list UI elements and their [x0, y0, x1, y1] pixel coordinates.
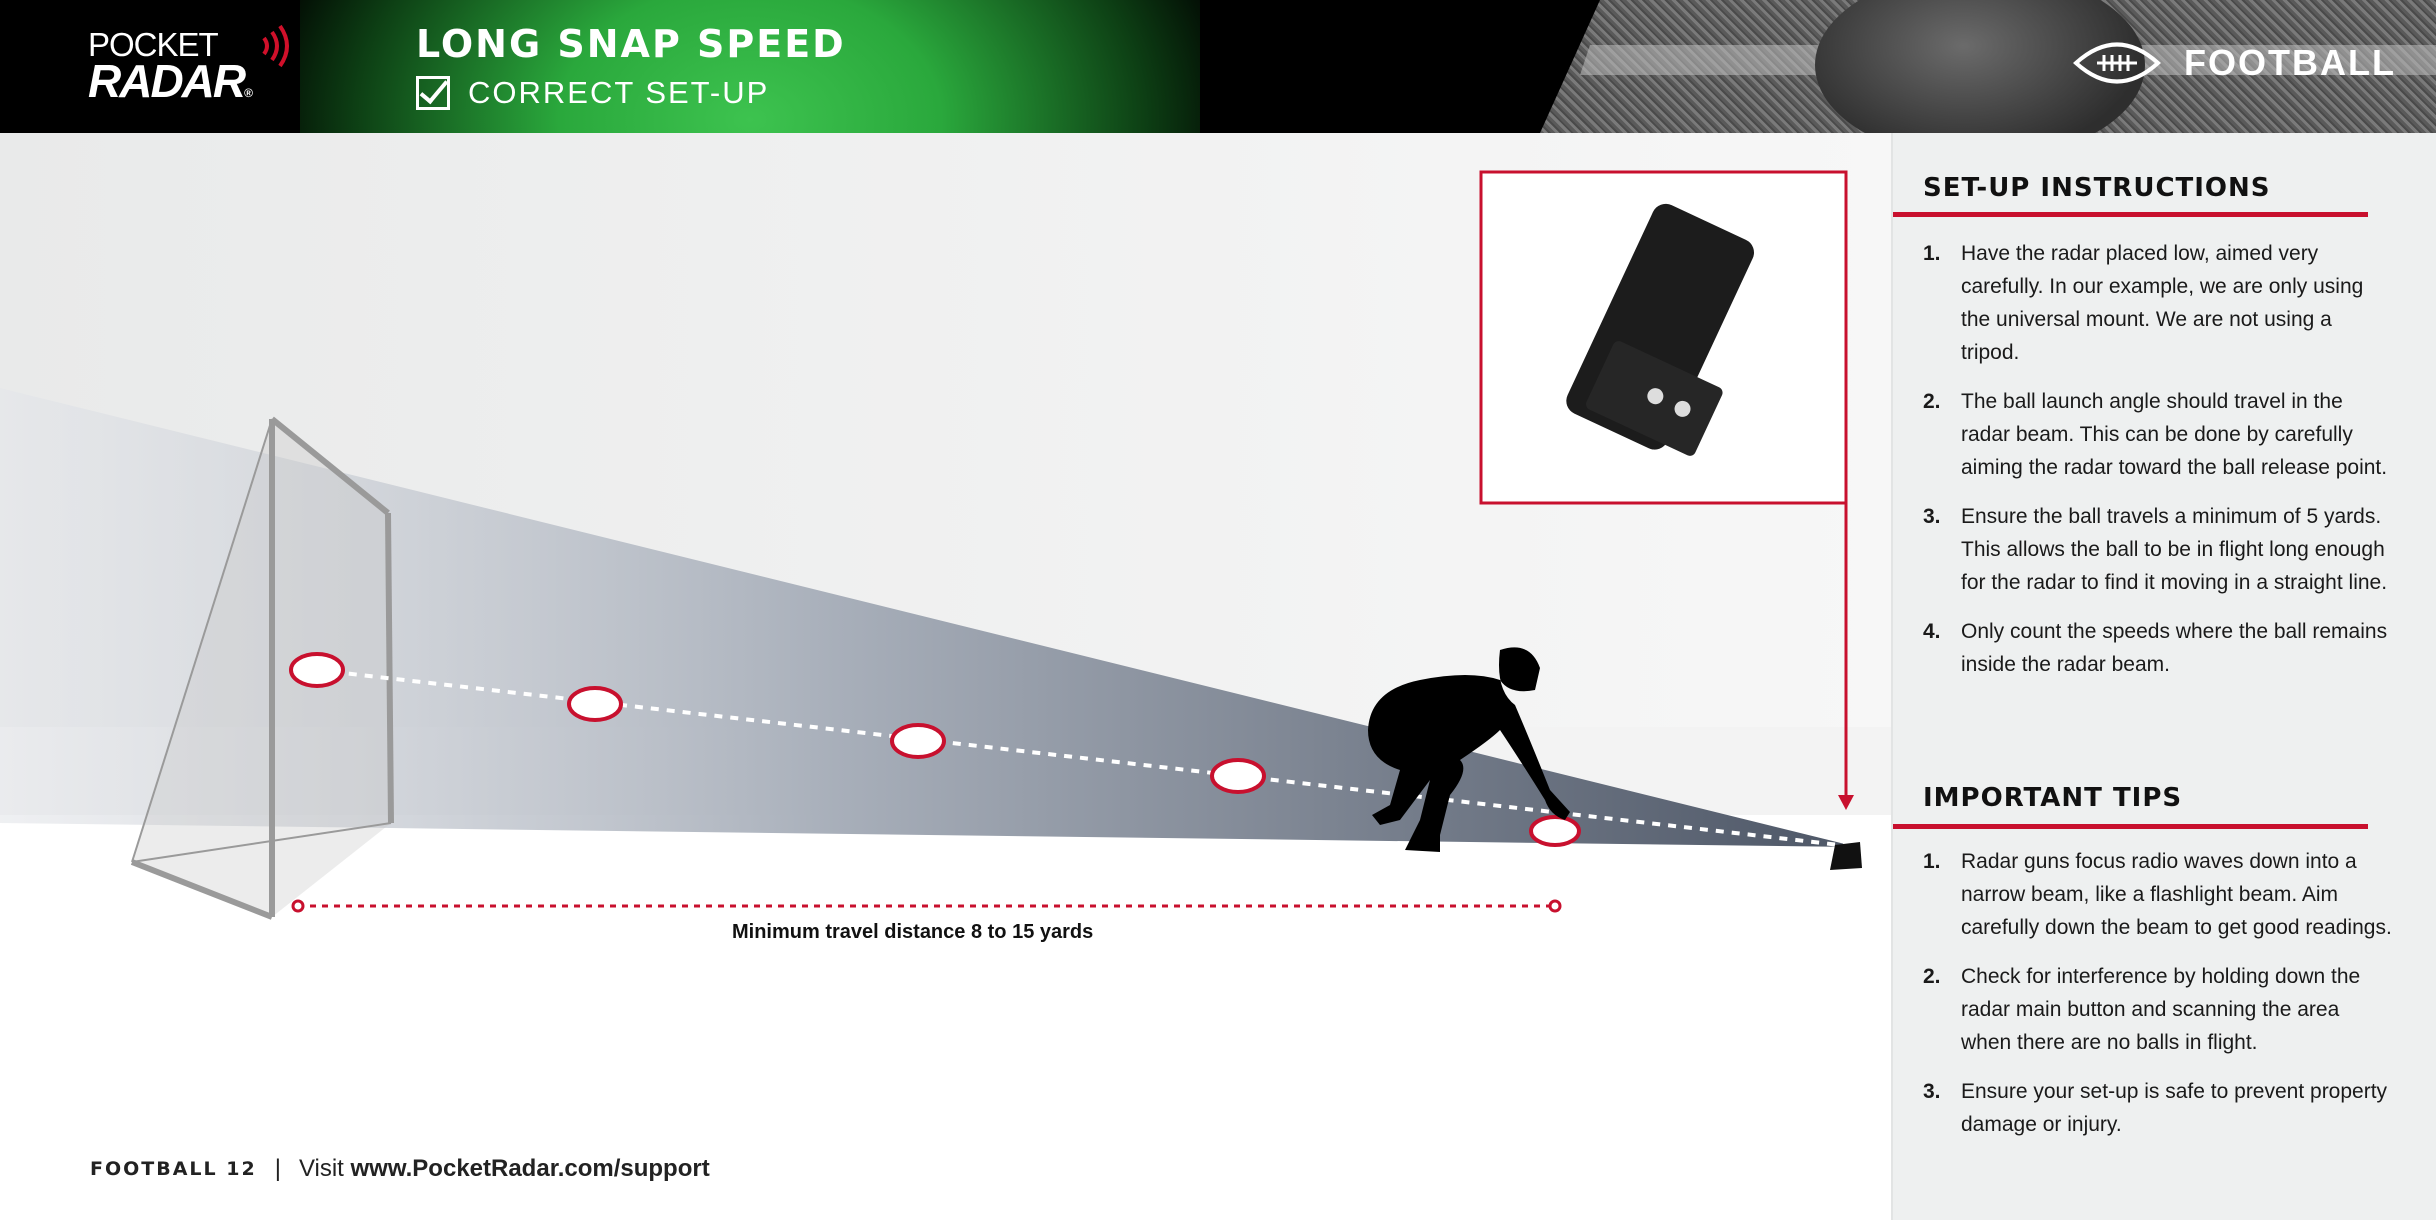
item-text: Ensure the ball travels a minimum of 5 y… [1961, 505, 2388, 594]
item-number: 4. [1923, 620, 1941, 643]
page-number: FOOTBALL 12 [90, 1158, 257, 1180]
logo-top-text: POCKET [88, 26, 219, 63]
ball-marker [289, 652, 345, 688]
item-text: Have the radar placed low, aimed very ca… [1961, 242, 2364, 364]
item-text: Check for interference by holding down t… [1961, 965, 2361, 1054]
sport-text: FOOTBALL [2184, 42, 2396, 83]
list-item: 3. Ensure your set-up is safe to prevent … [1923, 1075, 2393, 1141]
list-item: 4. Only count the speeds where the ball r… [1923, 615, 2393, 681]
distance-start [291, 899, 305, 913]
page-subtitle: CORRECT SET-UP [416, 75, 769, 111]
football-icon [2073, 42, 2161, 84]
support-link[interactable]: www.PocketRadar.com/support [350, 1155, 710, 1182]
setup-instructions-heading: SET-UP INSTRUCTIONS [1923, 173, 2271, 203]
header-banner: POCKET RADAR® LONG SNAP SPEED CORRECT SE… [0, 0, 2436, 133]
list-item: 1. Radar guns focus radio waves down into… [1923, 845, 2393, 944]
item-number: 2. [1923, 965, 1941, 988]
item-text: Ensure your set-up is safe to prevent pr… [1961, 1080, 2388, 1136]
item-text: Radar guns focus radio waves down into a… [1961, 850, 2392, 939]
subtitle-text: CORRECT SET-UP [468, 75, 770, 110]
checkbox-checked-icon [416, 76, 450, 110]
football-markers [289, 652, 1581, 847]
ball-marker [890, 723, 946, 759]
radar-on-ground [1830, 842, 1862, 870]
item-number: 2. [1923, 390, 1941, 413]
footer-visit: Visit [298, 1155, 344, 1182]
list-item: 1. Have the radar placed low, aimed very … [1923, 237, 2393, 369]
player-silhouette [1368, 647, 1570, 852]
radar-waves-icon [262, 24, 289, 68]
ball-marker [1210, 758, 1266, 794]
setup-instructions-list: 1. Have the radar placed low, aimed very … [1923, 237, 2393, 697]
ground [0, 815, 1891, 1220]
distance-label: Minimum travel distance 8 to 15 yards [732, 921, 1094, 943]
distance-end [1548, 899, 1562, 913]
item-number: 3. [1923, 505, 1941, 528]
important-tips-heading: IMPORTANT TIPS [1923, 783, 2183, 813]
ball-marker [1529, 815, 1581, 847]
list-item: 3. Ensure the ball travels a minimum of 5… [1923, 500, 2393, 599]
green-glow [300, 0, 1200, 133]
radar-inset [1479, 170, 1854, 810]
setup-diagram [0, 133, 1891, 1220]
list-item: 2. The ball launch angle should travel in… [1923, 385, 2393, 484]
item-number: 1. [1923, 850, 1941, 873]
footer-separator: | [274, 1155, 281, 1182]
registered-mark: ® [244, 86, 253, 100]
item-number: 3. [1923, 1080, 1941, 1103]
logo-bottom-text: RADAR [88, 55, 246, 107]
goal-net [130, 416, 394, 920]
heading-rule [1893, 824, 2368, 829]
important-tips-list: 1. Radar guns focus radio waves down into… [1923, 845, 2393, 1157]
ball-marker [567, 686, 623, 722]
item-text: Only count the speeds where the ball rem… [1961, 620, 2388, 676]
radar-device-photo [1566, 203, 1755, 456]
page-title: LONG SNAP SPEED [416, 22, 846, 66]
item-number: 1. [1923, 242, 1941, 265]
list-item: 2. Check for interference by holding down… [1923, 960, 2393, 1059]
instructions-panel: SET-UP INSTRUCTIONS 1. Have the radar pla… [1891, 133, 2436, 1220]
sport-label: FOOTBALL [2072, 38, 2396, 88]
pocket-radar-logo: POCKET RADAR® [88, 24, 289, 114]
heading-rule [1893, 212, 2368, 217]
football-photo [1815, 0, 2145, 133]
footer: FOOTBALL 12 | Visit www.PocketRadar.com/… [90, 1155, 710, 1183]
item-text: The ball launch angle should travel in t… [1961, 390, 2388, 479]
